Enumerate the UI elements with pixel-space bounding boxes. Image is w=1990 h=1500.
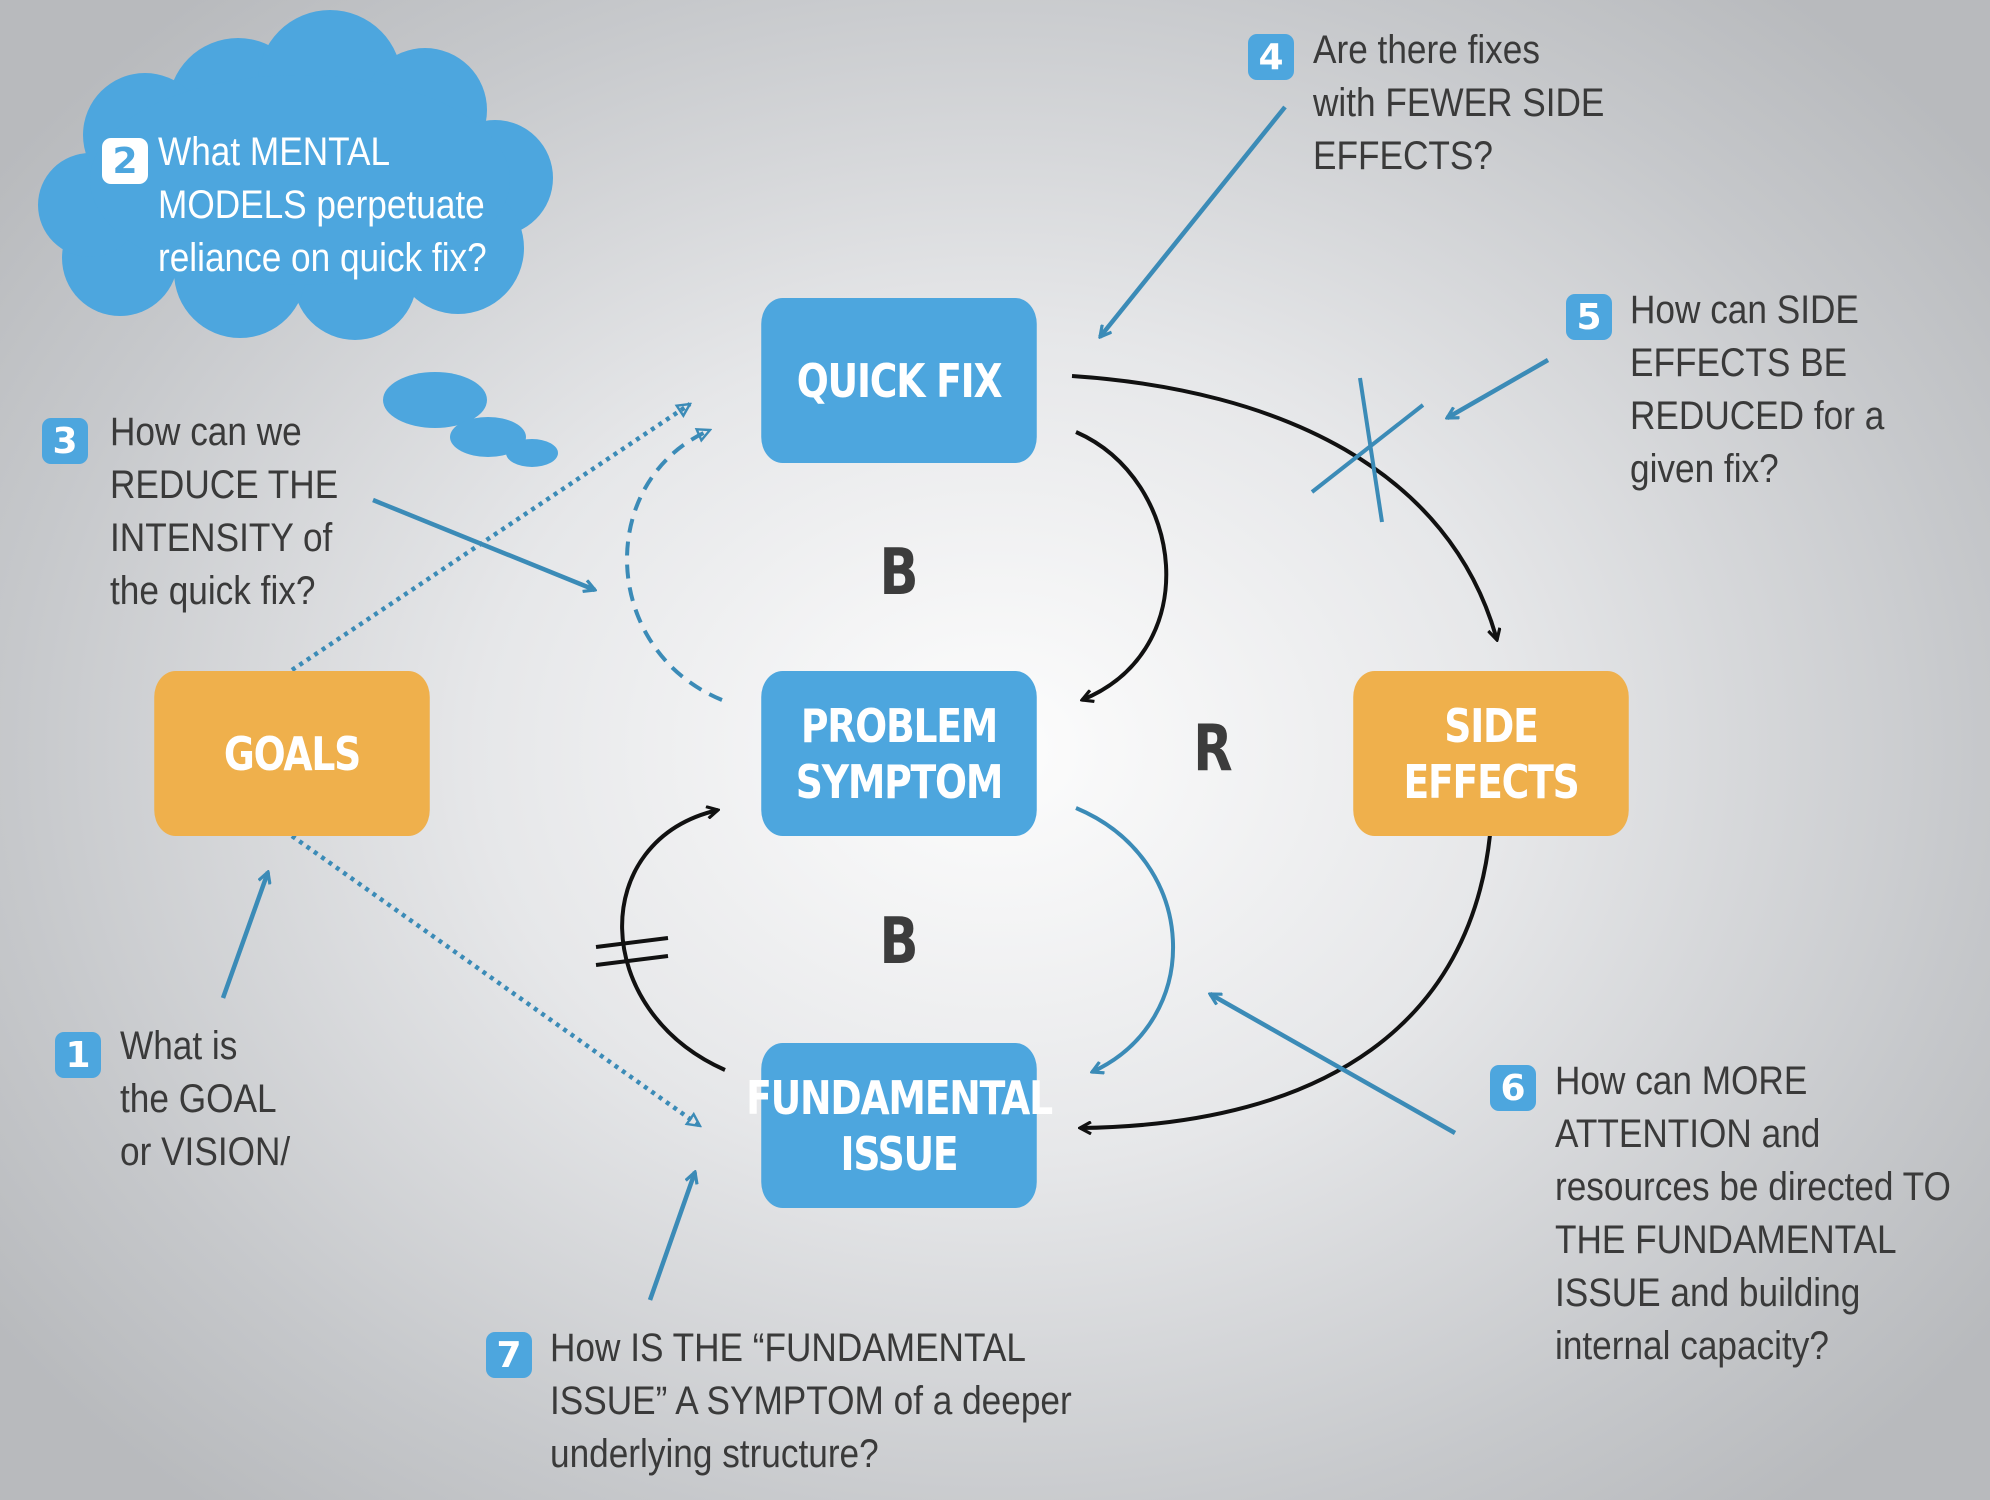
pointer-question-6 [1210, 992, 1457, 1135]
side-effects-to-issue-arrow [1080, 834, 1492, 1128]
issue-to-symptom-arrow [620, 810, 726, 1072]
question-1-text: What is the GOAL or VISION/ [120, 1024, 291, 1174]
symptom-to-quickfix-dashed-arrow [625, 430, 723, 702]
question-6-text: How can MORE ATTENTION and resources be … [1555, 1059, 1951, 1368]
pointer-question-1 [220, 872, 268, 999]
question-2-badge: 2 [102, 138, 148, 184]
problem-symptom-line-2: SYMPTOM [795, 754, 1004, 809]
question-6-badge: 6 [1490, 1065, 1536, 1111]
side-effects-box: SIDE EFFECTS [1353, 671, 1629, 836]
goals-to-quickfix-dotted-arrow [290, 402, 690, 672]
question-1-badge: 1 [55, 1032, 101, 1078]
quick-fix-box: QUICK FIX [761, 298, 1037, 463]
goals-to-issue-dotted-arrow [290, 834, 700, 1128]
question-2-text: What MENTAL MODELS perpetuate reliance o… [158, 130, 487, 280]
fundamental-issue-line-2: ISSUE [840, 1126, 959, 1181]
quickfix-to-symptom-arrow [1075, 430, 1169, 700]
question-7-badge: 7 [486, 1332, 532, 1378]
pointer-question-5 [1447, 358, 1550, 420]
pointer-question-3 [372, 497, 595, 590]
causal-links [595, 374, 1497, 1128]
question-3-text: How can we REDUCE THE INTENSITY of the q… [110, 410, 339, 613]
quickfix-to-side-effects-arrow [1071, 374, 1497, 640]
question-7-text: How IS THE “FUNDAMENTAL ISSUE” A SYMPTOM… [550, 1326, 1072, 1476]
side-effects-line-2: EFFECTS [1403, 754, 1579, 809]
problem-symptom-line-1: PROBLEM [800, 698, 998, 753]
delay-mark-2 [595, 954, 669, 967]
pointer-question-4 [1100, 105, 1287, 337]
question-5-text: How can SIDE EFFECTS BE REDUCED for a gi… [1630, 288, 1885, 491]
side-effects-line-1: SIDE [1444, 698, 1539, 753]
question-pointers [220, 105, 1550, 1301]
question-3-badge: 3 [42, 418, 88, 464]
question-4-badge: 4 [1248, 34, 1294, 80]
goals-box: GOALS [154, 671, 430, 836]
fundamental-issue-box: FUNDAMENTAL ISSUE [746, 1043, 1053, 1208]
thought-cloud [38, 10, 558, 467]
fundamental-issue-line-1: FUNDAMENTAL [746, 1070, 1053, 1125]
question-4-text: Are there fixes with FEWER SIDE EFFECTS? [1313, 28, 1605, 178]
side-effect-cross-mark [1310, 377, 1425, 523]
dotted-links [290, 402, 723, 1128]
question-5-badge: 5 [1566, 294, 1612, 340]
symptom-to-issue-arrow [1075, 806, 1176, 1072]
loop-label-reinforcing: R [1193, 712, 1233, 786]
problem-symptom-box: PROBLEM SYMPTOM [761, 671, 1037, 836]
loop-label-upper-balancing: B [879, 536, 919, 610]
loop-label-lower-balancing: B [879, 905, 919, 979]
delay-mark-1 [595, 936, 669, 949]
pointer-question-7 [647, 1172, 695, 1301]
